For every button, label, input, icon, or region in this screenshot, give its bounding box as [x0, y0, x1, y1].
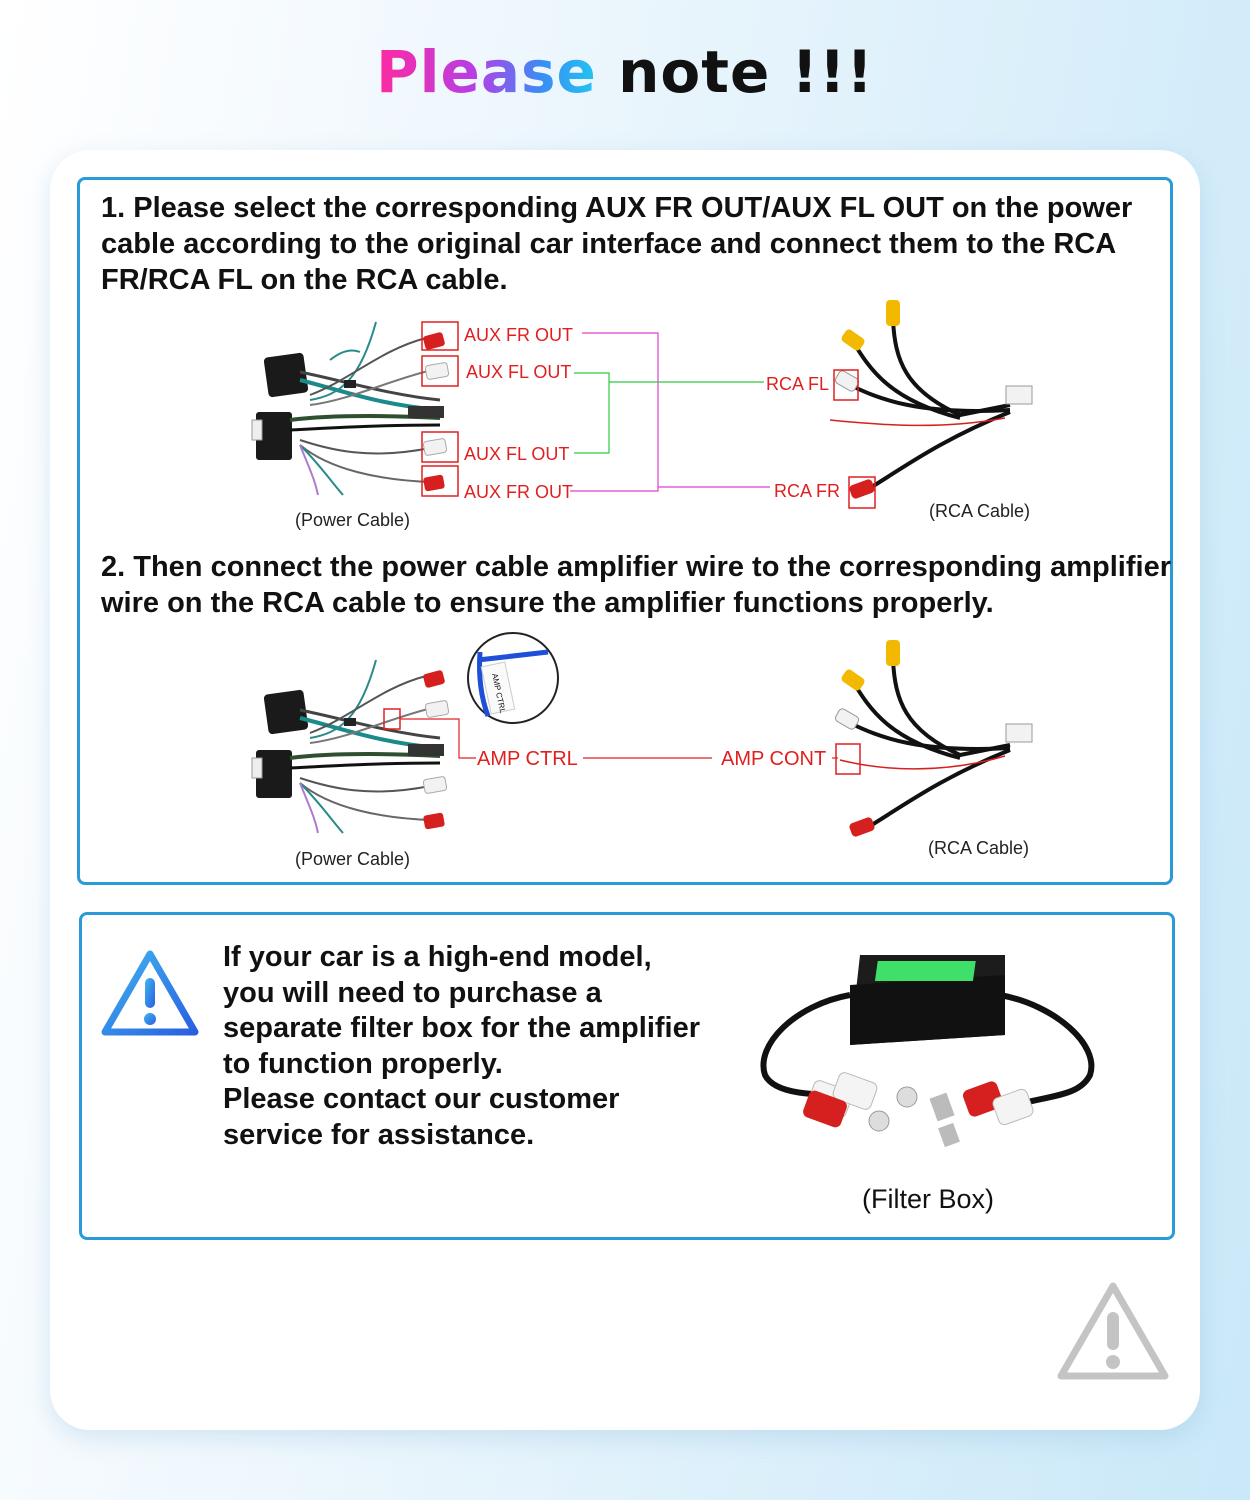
label-rca-fr: RCA FR	[774, 481, 840, 501]
label-rca-fl: RCA FL	[766, 374, 829, 394]
step-2-text: 2. Then connect the power cable amplifie…	[101, 551, 1171, 619]
warning-line: service for assistance.	[223, 1118, 535, 1151]
warning-triangle-icon	[101, 950, 199, 1036]
label-aux-fr-out-bottom: AUX FR OUT	[464, 482, 573, 502]
power-cable-illustration	[251, 321, 450, 496]
label-aux-fr-out-top: AUX FR OUT	[464, 325, 573, 345]
page-headline: Please note !!!	[0, 38, 1250, 106]
caption-rca-cable-2: (RCA Cable)	[928, 838, 1029, 858]
caption-power-cable-1: (Power Cable)	[295, 510, 410, 530]
step-1-text: 1. Please select the corresponding AUX F…	[101, 192, 1133, 296]
filter-box-illustration	[760, 955, 1095, 1148]
label-amp-ctrl: AMP CTRL	[477, 748, 578, 770]
caption-filter-box: (Filter Box)	[862, 1184, 995, 1214]
caption-power-cable-2: (Power Cable)	[295, 849, 410, 869]
amp-ctrl-zoom-detail: AMP CTRL	[467, 632, 559, 724]
label-aux-fl-out-top: AUX FL OUT	[466, 362, 571, 382]
headline-note: note !!!	[618, 38, 874, 106]
caption-rca-cable-1: (RCA Cable)	[929, 501, 1030, 521]
warning-line: Please contact our customer	[223, 1083, 620, 1116]
warning-line: to function properly.	[223, 1047, 503, 1080]
warning-line: If your car is a high-end model,	[223, 941, 652, 973]
rca-cable-illustration	[829, 300, 1033, 499]
power-cable-illustration-2	[251, 659, 450, 834]
connector-lines	[570, 332, 770, 492]
label-amp-cont: AMP CONT	[721, 748, 826, 770]
headline-please: Please	[376, 38, 597, 106]
label-aux-fl-out-bottom: AUX FL OUT	[464, 444, 569, 464]
rca-cable-illustration-2	[834, 640, 1033, 837]
warning-message: If your car is a high-end model, you wil…	[223, 940, 723, 1154]
warning-line: separate filter box for the amplifier	[223, 1012, 701, 1045]
warning-line: you will need to purchase a	[223, 976, 602, 1009]
warning-triangle-icon	[1057, 1282, 1169, 1380]
